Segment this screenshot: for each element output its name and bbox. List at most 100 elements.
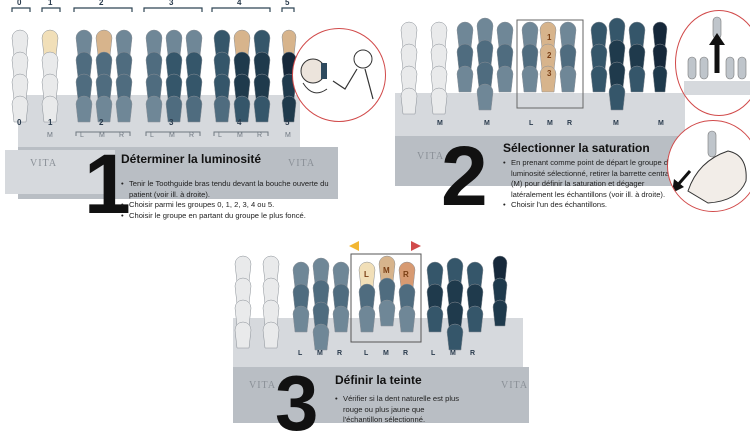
step-3-panel: L M R L M R L M R L M R VITA VITA 3 Défi… [225,240,535,442]
shade-tab [539,43,557,71]
group-label-2: 2 [99,0,104,7]
step-2-panel: 1 2 3 M M L M R M M VITA 2 Sélectionner … [395,8,750,248]
shade-tab [233,51,251,79]
shade-tab [281,95,297,123]
shade-tab [115,73,133,101]
shade-tab [165,29,183,57]
shade-tab [400,43,418,71]
shade-tab [233,73,251,101]
shade-tab [312,323,330,351]
shade-tab [652,65,668,93]
sub-label-r4: R [470,350,476,357]
sub-label-r3: R [567,120,573,127]
step-title: Sélectionner la saturation [503,141,650,155]
shade-tab [476,61,494,89]
shade-tab [332,261,350,289]
shade-tab [628,43,646,71]
shade-tab [11,95,29,123]
shade-tab [41,29,59,57]
shade-tab [652,43,668,71]
shade-tab [628,65,646,93]
instruction-item: Vérifier si la dent naturelle est plus r… [335,394,463,426]
shade-tab [476,83,494,111]
sub-label-l4: L [218,132,222,139]
shade-tab [590,43,608,71]
sub-label-l3: L [529,120,534,127]
shade-tab [95,95,113,123]
shade-tab [559,65,577,93]
shade-tab [521,43,539,71]
shade-tab [446,323,464,351]
shade-tab [378,299,396,327]
shade-tab [378,277,396,305]
shade-tab [652,21,668,49]
shade-tab [95,51,113,79]
sub-label-m2: M [99,132,105,139]
shade-tab [358,261,376,289]
shade-tab [253,51,271,79]
shade-tab [95,73,113,101]
shade-tab [145,95,163,123]
vita-logo: VITA [417,151,445,162]
shade-tab [262,255,280,283]
shade-tab [234,321,252,349]
shade-tab [430,21,448,49]
shade-tab [41,95,59,123]
shade-tab [492,277,508,305]
shade-tab [213,29,231,57]
shade-tab [628,21,646,49]
shade-tab [145,73,163,101]
instruction-item: Tenir le Toothguide bras tendu devant la… [121,179,331,200]
shade-tab [185,73,203,101]
shade-tab [213,95,231,123]
shade-tab [430,87,448,115]
shade-tab [312,257,330,285]
shade-tab [312,301,330,329]
lower-group-label-3: 3 [169,118,174,127]
shade-tab [75,29,93,57]
shade-tab [312,279,330,307]
shade-tab [400,65,418,93]
shade-tab [608,61,626,89]
shade-tab [446,279,464,307]
group-label-3: 3 [169,0,174,7]
shade-tab [11,29,29,57]
sub-label-r2: R [337,350,343,357]
shade-tab [398,305,416,333]
shade-tab [115,29,133,57]
shade-tab [430,65,448,93]
vita-logo: VITA [30,158,58,169]
shade-tab [492,255,508,283]
shade-tab [332,283,350,311]
sel-value-2: 2 [547,51,552,60]
shade-tab [590,21,608,49]
lower-group-label-2: 2 [99,118,104,127]
shade-tab [165,51,183,79]
shade-tab [539,65,557,93]
shade-tab [292,283,310,311]
hand-illustration [667,120,750,212]
sub-label-l2: L [298,350,303,357]
shade-tab [608,83,626,111]
shade-tab-removal-illustration [675,10,750,116]
instruction-list: Vérifier si la dent naturelle est plus r… [335,394,463,426]
shade-tab [185,95,203,123]
shade-tab [75,73,93,101]
instruction-item: Choisir parmi les groupes 0, 1, 2, 3, 4 … [121,200,331,211]
sub-label-l3: L [364,350,369,357]
shade-tab [185,51,203,79]
sub-label-l4: L [431,350,436,357]
shade-tab [466,283,484,311]
shade-tab [456,21,474,49]
instruction-list: En prenant comme point de départ le grou… [503,158,683,211]
lower-group-label-5: 5 [285,118,290,127]
shade-guide-illustration [234,241,508,351]
shade-tab [115,95,133,123]
lower-group-label-0: 0 [17,118,22,127]
shade-tab [378,255,396,283]
shade-tab [426,305,444,333]
sub-label-r2: R [119,132,125,139]
shade-tab [466,305,484,333]
sub-label-m3: M [383,350,389,357]
shade-tab [185,29,203,57]
